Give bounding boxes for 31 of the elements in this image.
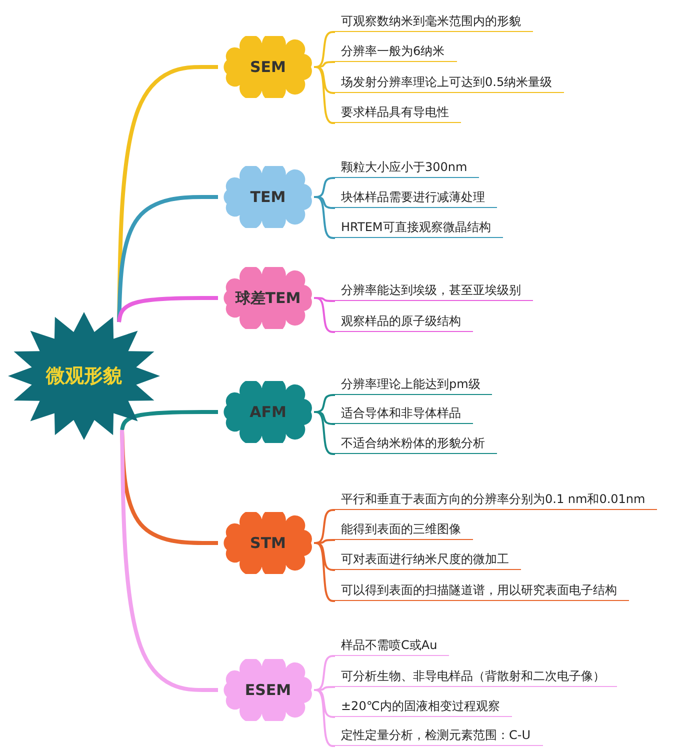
branch-topic: AFM <box>250 403 286 421</box>
branch-line <box>120 430 218 692</box>
topic-text: 平行和垂直于表面方向的分辨率分别为0.1 nm和0.01nm <box>341 491 646 508</box>
branch-topic: TEM <box>250 188 286 206</box>
topic-text: 样品不需喷C或Au <box>341 637 438 654</box>
branch-line <box>117 296 218 322</box>
central-topic: 微观形貌 <box>46 364 122 389</box>
topic-text: 适合导体和非导体样品 <box>341 405 461 422</box>
branch-topic: 球差TEM <box>235 288 301 308</box>
topic-text: 块体样品需要进行减薄处理 <box>341 189 485 206</box>
topic-text: 颗粒大小应小于300nm <box>341 159 468 176</box>
topic-text: 分辨率一般为6纳米 <box>341 43 445 60</box>
topic-text: 可对表面进行纳米尺度的微加工 <box>341 551 509 568</box>
branch-line <box>117 195 218 322</box>
topic-text: HRTEM可直接观察微晶结构 <box>341 219 491 236</box>
topic-text: ±20℃内的固液相变过程观察 <box>341 698 500 715</box>
branch-line <box>120 410 218 430</box>
topic-text: 可以得到表面的扫描隧道谱，用以研究表面电子结构 <box>341 582 617 599</box>
branch-topic: ESEM <box>244 681 292 699</box>
topic-text: 分辨率能达到埃级，甚至亚埃级别 <box>341 282 521 299</box>
branch-topic: SEM <box>250 58 286 76</box>
branch-topic: STM <box>250 534 286 552</box>
topic-text: 要求样品具有导电性 <box>341 104 449 121</box>
topic-text: 场发射分辨率理论上可达到0.5纳米量级 <box>341 74 552 91</box>
topic-text: 可分析生物、非导电样品（背散射和二次电子像） <box>341 668 605 685</box>
topic-text: 能得到表面的三维图像 <box>341 521 461 538</box>
topic-text: 不适合纳米粉体的形貌分析 <box>341 435 485 452</box>
topic-text: 可观察数纳米到毫米范围内的形貌 <box>341 13 521 30</box>
topic-text: 定性定量分析，检测元素范围：C-U <box>341 727 530 744</box>
topic-text: 观察样品的原子级结构 <box>341 313 461 330</box>
topic-text: 分辨率理论上能达到pm级 <box>341 376 480 393</box>
